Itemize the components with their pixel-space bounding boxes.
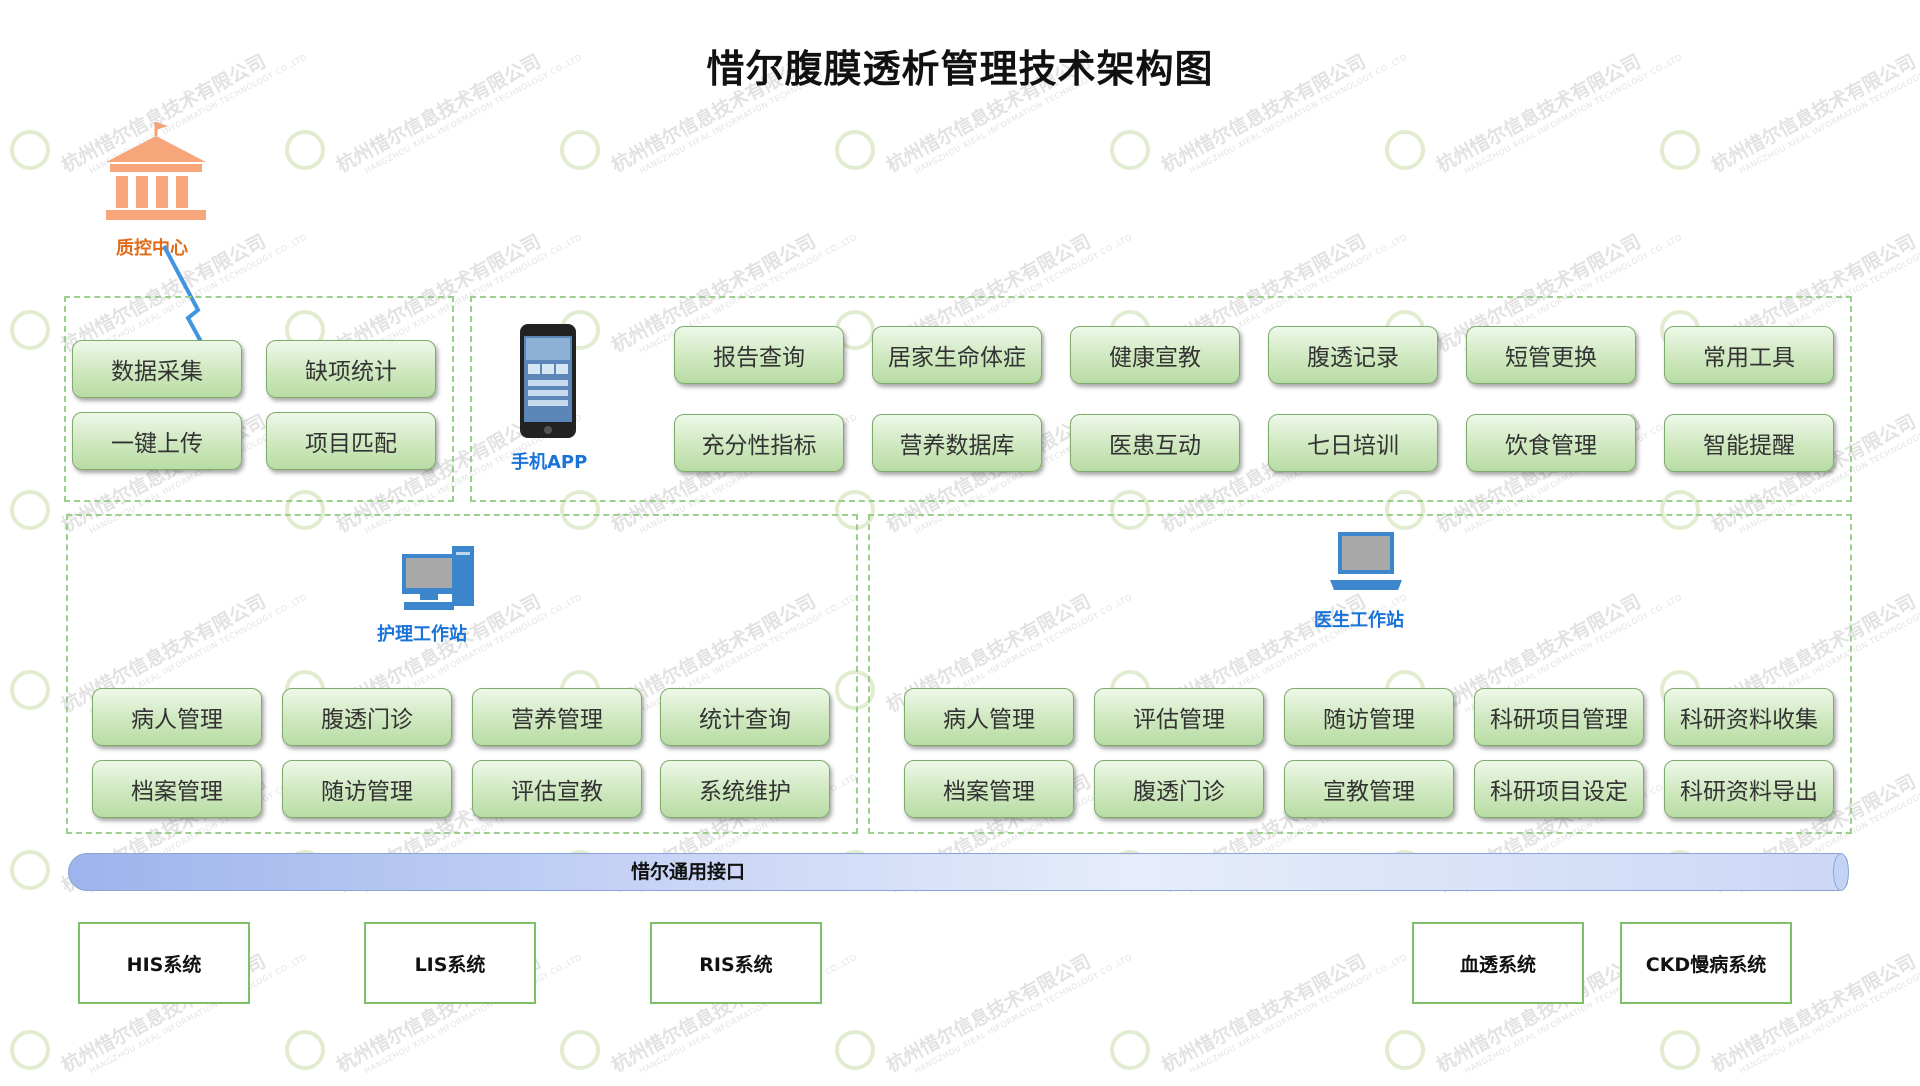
quality-module-button[interactable]: 数据采集 <box>72 340 242 398</box>
watermark-logo-icon <box>10 850 50 890</box>
app-module-button[interactable]: 充分性指标 <box>674 414 844 472</box>
doctor-station-label: 医生工作站 <box>1314 610 1404 631</box>
interface-bus-label: 惜尔通用接口 <box>630 861 745 883</box>
external-system-box[interactable]: RIS系统 <box>650 922 822 1004</box>
watermark-logo-icon <box>10 1030 50 1070</box>
app-module-button[interactable]: 常用工具 <box>1664 326 1834 384</box>
doctor-module-button[interactable]: 科研资料收集 <box>1664 688 1834 746</box>
quality-modules-panel <box>64 296 454 502</box>
doctor-module-button[interactable]: 病人管理 <box>904 688 1074 746</box>
app-module-button[interactable]: 腹透记录 <box>1268 326 1438 384</box>
watermark-logo-icon <box>1110 1030 1150 1070</box>
app-module-button[interactable]: 饮食管理 <box>1466 414 1636 472</box>
external-system-box[interactable]: 血透系统 <box>1412 922 1584 1004</box>
doctor-module-button[interactable]: 科研项目管理 <box>1474 688 1644 746</box>
smartphone-icon <box>520 324 576 438</box>
doctor-station-panel <box>868 514 1852 834</box>
page-title: 惜尔腹膜透析管理技术架构图 <box>706 47 1214 91</box>
app-module-button[interactable]: 智能提醒 <box>1664 414 1834 472</box>
nurse-module-button[interactable]: 统计查询 <box>660 688 830 746</box>
doctor-module-button[interactable]: 随访管理 <box>1284 688 1454 746</box>
app-module-button[interactable]: 短管更换 <box>1466 326 1636 384</box>
nurse-module-button[interactable]: 评估宣教 <box>472 760 642 818</box>
doctor-module-button[interactable]: 腹透门诊 <box>1094 760 1264 818</box>
institution-building-icon <box>106 122 206 220</box>
watermark-logo-icon <box>1660 1030 1700 1070</box>
external-system-box[interactable]: CKD慢病系统 <box>1620 922 1792 1004</box>
watermark-logo-icon <box>10 310 50 350</box>
quality-center: 质控中心 <box>96 118 216 259</box>
watermark-logo-icon <box>285 1030 325 1070</box>
nurse-station-label: 护理工作站 <box>377 624 467 645</box>
watermark-logo-icon <box>10 490 50 530</box>
quality-module-button[interactable]: 一键上传 <box>72 412 242 470</box>
desktop-computer-icon <box>402 546 474 610</box>
watermark-logo-icon <box>1660 130 1700 170</box>
watermark-logo-icon <box>1385 130 1425 170</box>
nurse-module-button[interactable]: 随访管理 <box>282 760 452 818</box>
app-module-button[interactable]: 医患互动 <box>1070 414 1240 472</box>
doctor-module-button[interactable]: 评估管理 <box>1094 688 1264 746</box>
mobile-app-label: 手机APP <box>511 452 588 473</box>
bus-cylinder-end <box>1833 853 1849 891</box>
external-system-box[interactable]: LIS系统 <box>364 922 536 1004</box>
watermark-logo-icon <box>285 130 325 170</box>
nurse-module-button[interactable]: 营养管理 <box>472 688 642 746</box>
nurse-station-panel <box>66 514 858 834</box>
watermark-logo-icon <box>1110 130 1150 170</box>
external-system-box[interactable]: HIS系统 <box>78 922 250 1004</box>
mobile-app-panel <box>470 296 1852 502</box>
app-module-button[interactable]: 报告查询 <box>674 326 844 384</box>
app-module-button[interactable]: 居家生命体症 <box>872 326 1042 384</box>
watermark-logo-icon <box>835 1030 875 1070</box>
nurse-module-button[interactable]: 腹透门诊 <box>282 688 452 746</box>
watermark-logo-icon <box>10 130 50 170</box>
watermark-logo-icon <box>10 670 50 710</box>
doctor-module-button[interactable]: 科研项目设定 <box>1474 760 1644 818</box>
quality-module-button[interactable]: 缺项统计 <box>266 340 436 398</box>
watermark-logo-icon <box>560 1030 600 1070</box>
quality-module-button[interactable]: 项目匹配 <box>266 412 436 470</box>
nurse-module-button[interactable]: 档案管理 <box>92 760 262 818</box>
doctor-module-button[interactable]: 宣教管理 <box>1284 760 1454 818</box>
watermark-logo-icon <box>560 130 600 170</box>
app-module-button[interactable]: 七日培训 <box>1268 414 1438 472</box>
interface-bus: 惜尔通用接口 <box>68 853 1849 891</box>
watermark-logo-icon <box>835 130 875 170</box>
app-module-button[interactable]: 健康宣教 <box>1070 326 1240 384</box>
laptop-icon <box>1330 532 1402 590</box>
nurse-module-button[interactable]: 病人管理 <box>92 688 262 746</box>
doctor-module-button[interactable]: 档案管理 <box>904 760 1074 818</box>
doctor-module-button[interactable]: 科研资料导出 <box>1664 760 1834 818</box>
app-module-button[interactable]: 营养数据库 <box>872 414 1042 472</box>
nurse-module-button[interactable]: 系统维护 <box>660 760 830 818</box>
watermark-logo-icon <box>1385 1030 1425 1070</box>
